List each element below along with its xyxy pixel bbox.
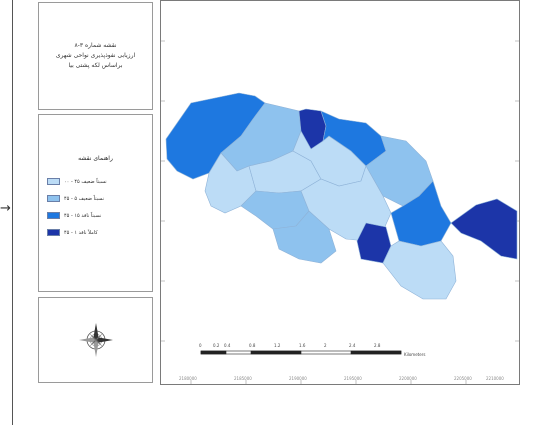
scale-label: 0.4 xyxy=(224,343,231,348)
legend-swatch xyxy=(47,195,60,202)
zone-s1 xyxy=(272,210,337,264)
legend-item: کاملاً نافذ ۱ - ۴۵ xyxy=(47,228,146,237)
legend-item: نسبتاً ضعیف ۵ - ۴۵ xyxy=(47,194,146,203)
legend-swatch xyxy=(47,229,60,236)
x-tick-label: 2210000 xyxy=(486,376,504,381)
scale-label: 0 xyxy=(199,343,202,348)
legend-item: نسبتاً نافذ ۱۵ - ۴۵ xyxy=(47,211,146,220)
legend-swatch xyxy=(47,212,60,219)
legend-item-label: کاملاً نافذ ۱ - ۴۵ xyxy=(64,229,98,236)
scale-label: 0.8 xyxy=(249,343,256,348)
x-tick-label: 2185000 xyxy=(234,376,252,381)
scale-label: 1.2 xyxy=(274,343,281,348)
scale-units-label: Kilometers xyxy=(404,352,425,357)
scale-label: 2.8 xyxy=(374,343,381,348)
x-tick-label: 2200000 xyxy=(399,376,417,381)
scale-label: 2 xyxy=(324,343,327,348)
map-frame: 0 0.2 0.4 0.8 1.2 1.6 2 2.4 2.8 Kilomete… xyxy=(160,0,520,385)
x-tick-label: 2190000 xyxy=(289,376,307,381)
zone-s-mid xyxy=(390,180,452,247)
map-title-line-2: ارزیابی نفوذپذیری نواحی شهری xyxy=(55,52,136,59)
zone-e-dark xyxy=(450,198,518,260)
legend-swatch xyxy=(47,178,60,185)
scale-bar xyxy=(200,350,402,355)
map-canvas: 0 0.2 0.4 0.8 1.2 1.6 2 2.4 2.8 Kilomete… xyxy=(161,40,519,384)
map-title-line-3: براساس لکه پشتی بیا xyxy=(68,62,123,69)
legend-item: نسبتاً ضعیف ۴۵ - ۰۰ xyxy=(47,177,146,186)
legend-item-label: نسبتاً نافذ ۱۵ - ۴۵ xyxy=(64,212,102,219)
legend-heading: راهنمای نقشه xyxy=(78,155,113,162)
map-title-panel: نقشه شماره ۳-۸ ارزیابی نفوذپذیری نواحی ش… xyxy=(38,2,153,110)
x-tick-label: 2180000 xyxy=(179,376,197,381)
x-tick-label: 2195000 xyxy=(344,376,362,381)
zone-se-light xyxy=(382,240,457,300)
scale-label: 1.6 xyxy=(299,343,306,348)
arrow-icon: → xyxy=(0,201,11,216)
compass-rose-icon xyxy=(79,323,113,357)
legend-panel: راهنمای نقشه نسبتاً ضعیف ۴۵ - ۰۰ نسبتاً … xyxy=(38,114,153,292)
north-arrow-panel xyxy=(38,297,153,383)
legend-item-label: نسبتاً ضعیف ۵ - ۴۵ xyxy=(64,195,104,202)
legend-item-label: نسبتاً ضعیف ۴۵ - ۰۰ xyxy=(64,178,107,185)
scale-label: 2.4 xyxy=(349,343,356,348)
map-title-line-1: نقشه شماره ۳-۸ xyxy=(74,42,117,49)
x-tick-label: 2205000 xyxy=(454,376,472,381)
left-divider-line xyxy=(12,0,13,425)
scale-label: 0.2 xyxy=(213,343,220,348)
